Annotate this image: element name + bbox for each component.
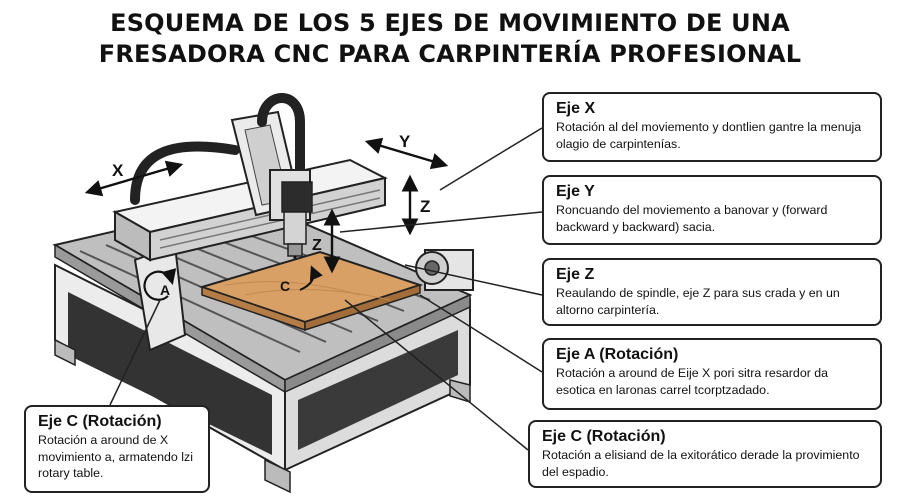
info-box-eje-y: Eje Y Roncuando del moviemento a banovar… (542, 175, 882, 245)
info-box-desc: Rotación a elisiand de la exitorático de… (542, 448, 860, 479)
info-box-title: Eje Y (556, 183, 595, 200)
info-box-eje-a: Eje A (Rotación) Rotación a around de Ei… (542, 338, 882, 410)
info-box-eje-z: Eje Z Reaulando de spindle, eje Z para s… (542, 258, 882, 326)
y-axis-arrow (364, 137, 449, 170)
info-box-title: Eje C (Rotación) (542, 428, 666, 445)
y-axis-label: Y (399, 132, 411, 151)
info-box-desc: Reaulando de spindle, eje Z para sus cra… (556, 286, 840, 317)
c-axis-label: C (280, 278, 290, 294)
info-box-eje-c-left: Eje C (Rotación) Rotación a around de X … (24, 405, 210, 493)
a-axis-label: A (160, 282, 170, 298)
cable-carrier-top (257, 93, 305, 175)
info-box-title: Eje A (Rotación) (556, 346, 679, 363)
info-box-desc: Rotación al del moviemento y dontlien ga… (556, 120, 862, 151)
x-axis-label: X (112, 161, 124, 180)
c-rotation-arrow (299, 265, 323, 291)
info-box-title: Eje X (556, 100, 596, 117)
info-box-eje-x: Eje X Rotación al del moviemento y dontl… (542, 92, 882, 162)
z-spindle-label: Z (312, 237, 322, 254)
page-title: ESQUEMA DE LOS 5 EJES DE MOVIMIENTO DE U… (0, 8, 900, 70)
info-box-desc: Roncuando del moviemento a banovar y (fo… (556, 203, 828, 234)
info-box-desc: Rotación a around de Eije X pori sitra r… (556, 366, 829, 397)
leader-lines (109, 127, 543, 451)
title-line-2: FRESADORA CNC PARA CARPINTERÍA PROFESION… (98, 40, 802, 68)
machine-base (54, 263, 471, 494)
z-axis-label: Z (420, 197, 430, 216)
info-box-desc: Rotación a around de X movimiento a, arm… (38, 433, 193, 480)
info-box-title: Eje Z (556, 266, 595, 283)
info-box-title: Eje C (Rotación) (38, 413, 162, 430)
x-axis-arrow (84, 160, 184, 197)
spindle-assembly (269, 169, 313, 270)
wood-workpiece (198, 250, 424, 332)
rotary-unit (415, 249, 474, 291)
title-line-1: ESQUEMA DE LOS 5 EJES DE MOVIMIENTO DE U… (110, 9, 790, 37)
info-box-eje-c: Eje C (Rotación) Rotación a elisiand de … (528, 420, 882, 488)
